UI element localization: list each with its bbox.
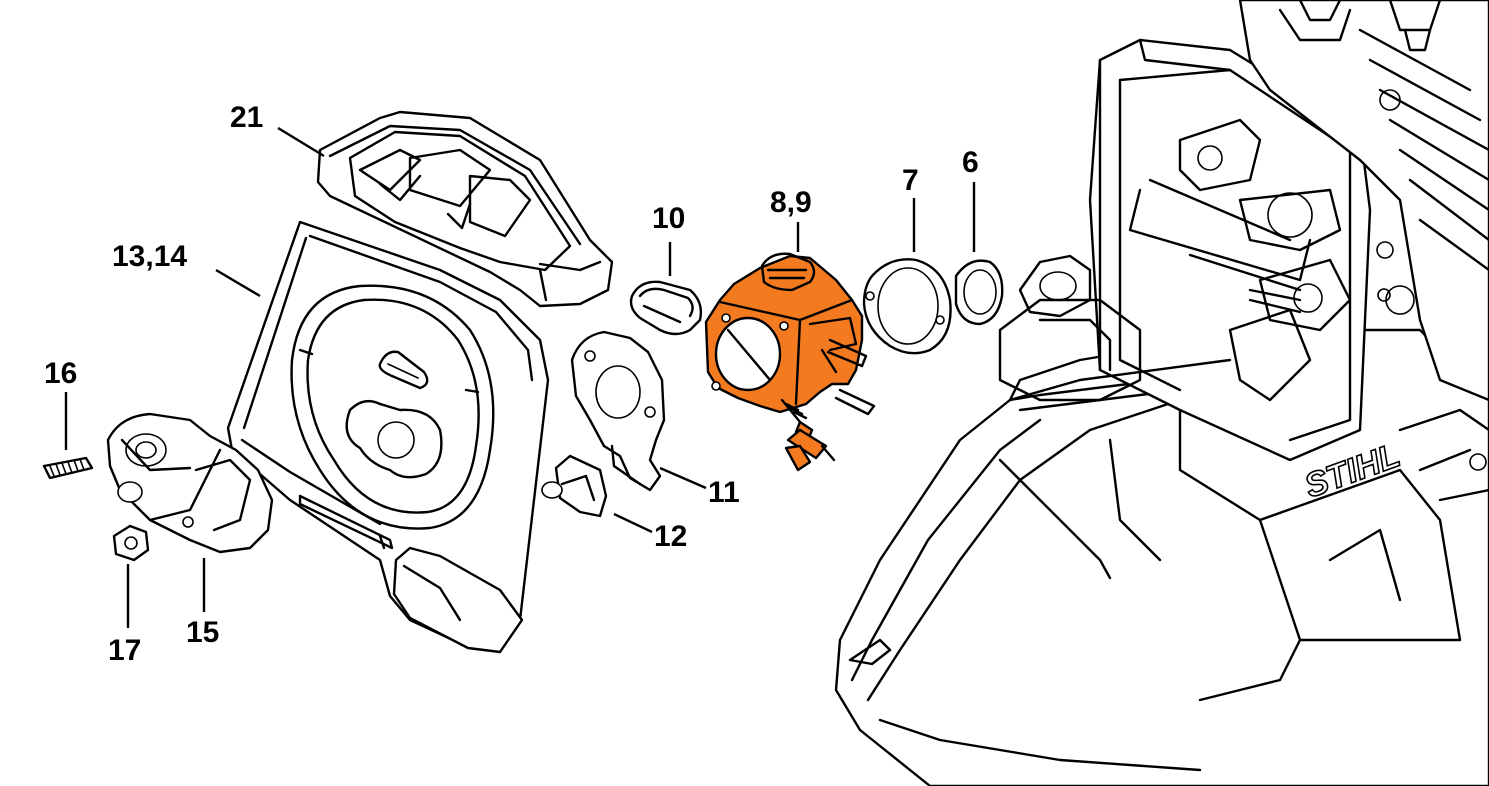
label-17: 17 bbox=[108, 634, 141, 667]
label-12: 12 bbox=[654, 520, 687, 553]
part-21-filter-cover bbox=[316, 110, 614, 308]
leader-lines bbox=[64, 126, 976, 628]
part-13-14-filter-base bbox=[226, 220, 550, 654]
part-11-gasket-plate bbox=[570, 330, 666, 492]
chainsaw-housing: STIHL bbox=[834, 0, 1489, 786]
label-13-14: 13,14 bbox=[112, 240, 187, 273]
part-8-9-carburetor bbox=[704, 252, 876, 472]
part-12-pin bbox=[541, 454, 608, 518]
label-15: 15 bbox=[186, 616, 219, 649]
label-7: 7 bbox=[902, 164, 919, 197]
label-6: 6 bbox=[962, 146, 979, 179]
label-8-9: 8,9 bbox=[770, 186, 812, 219]
part-7-gasket bbox=[862, 258, 952, 355]
label-11: 11 bbox=[708, 476, 740, 509]
part-10-sleeve bbox=[629, 280, 703, 336]
label-10: 10 bbox=[652, 202, 685, 235]
part-17-nut bbox=[112, 524, 150, 562]
label-21: 21 bbox=[230, 101, 263, 134]
part-6-ring bbox=[954, 259, 1004, 326]
label-16: 16 bbox=[44, 357, 77, 390]
part-15-elbow bbox=[106, 412, 274, 554]
part-16-stud bbox=[42, 456, 94, 480]
callout-labels: 21 13,14 16 17 15 10 8,9 11 12 7 6 bbox=[44, 101, 979, 667]
